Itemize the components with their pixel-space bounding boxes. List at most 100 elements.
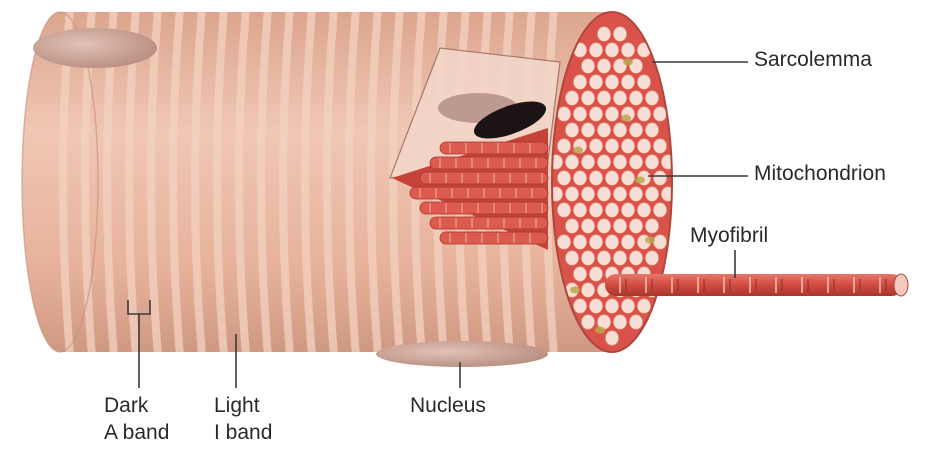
exposed-myofibril — [440, 142, 548, 154]
myofibril-disc — [654, 235, 667, 249]
myofibril-disc — [598, 123, 611, 137]
myofibril-disc — [574, 171, 587, 185]
myofibril-disc — [590, 299, 603, 313]
myofibril-disc — [622, 203, 635, 217]
mitochondrion — [635, 177, 645, 184]
myofibril-disc — [566, 123, 579, 137]
myofibril-disc — [582, 187, 595, 201]
myofibril-disc — [574, 107, 587, 121]
myofibril-disc — [638, 107, 651, 121]
cross-section — [550, 12, 675, 352]
myofibril-disc — [582, 123, 595, 137]
myofibril-disc — [566, 155, 579, 169]
myofibril-disc — [598, 219, 611, 233]
myofibril-disc — [606, 107, 619, 121]
myofibril-disc — [630, 91, 643, 105]
myofibril-disc — [622, 43, 635, 57]
myofibril-disc — [590, 267, 603, 281]
nucleus-bottom — [376, 341, 548, 367]
myofibril-disc — [606, 75, 619, 89]
myofibril-disc — [606, 299, 619, 313]
myofibril-disc — [654, 203, 667, 217]
myofibril-disc — [598, 59, 611, 73]
myofibril-disc — [558, 235, 571, 249]
myofibril-disc — [654, 107, 667, 121]
myofibril-disc — [590, 139, 603, 153]
myofibril-disc — [574, 75, 587, 89]
myofibril-disc — [606, 203, 619, 217]
myofibril-disc — [582, 283, 595, 297]
exposed-myofibril — [430, 217, 548, 229]
sarcolemma-label: Sarcolemma — [754, 47, 872, 73]
myofibril-disc — [606, 139, 619, 153]
myofibril-disc — [606, 43, 619, 57]
myofibril-disc — [614, 219, 627, 233]
myofibril-disc — [614, 251, 627, 265]
myofibril-disc — [638, 75, 651, 89]
myofibril-disc — [622, 139, 635, 153]
myofibril-disc — [630, 219, 643, 233]
myofibril-disc — [598, 187, 611, 201]
myofibril-disc — [614, 315, 627, 329]
myofibril-disc — [598, 251, 611, 265]
myofibril-disc — [590, 235, 603, 249]
myofibril-disc — [614, 155, 627, 169]
myofibril-disc — [582, 251, 595, 265]
myofibril-disc — [598, 155, 611, 169]
myofibril-disc — [614, 187, 627, 201]
exposed-myofibril — [410, 187, 548, 199]
myofibril-disc — [630, 315, 643, 329]
exposed-myofibril — [420, 202, 548, 214]
myofibril-disc — [622, 171, 635, 185]
myofibril-disc — [646, 219, 659, 233]
myofibril-disc — [590, 171, 603, 185]
myofibril-disc — [630, 123, 643, 137]
myofibril-disc — [574, 267, 587, 281]
myofibril-disc — [630, 251, 643, 265]
mitochondrion — [573, 147, 583, 154]
myofibril-disc — [606, 171, 619, 185]
myofibril-disc — [598, 27, 611, 41]
myofibril-disc — [646, 187, 659, 201]
myofibril-disc — [614, 123, 627, 137]
myofibril-disc — [646, 91, 659, 105]
myofibril-disc — [582, 91, 595, 105]
myofibril-disc — [558, 107, 571, 121]
myofibril-disc — [614, 27, 627, 41]
myofibril-disc — [646, 123, 659, 137]
myofibril-disc — [582, 59, 595, 73]
light-band-label-line2: I band — [214, 420, 272, 446]
myofibril-disc — [574, 203, 587, 217]
myofibril-disc — [590, 203, 603, 217]
myofibril-disc — [574, 235, 587, 249]
myofibril-disc — [622, 299, 635, 313]
mitochondrion — [595, 327, 605, 334]
dark-band-label-line2: A band — [104, 420, 169, 446]
myofibril-disc — [654, 171, 667, 185]
myofibril-disc — [638, 299, 651, 313]
myofibril-disc — [558, 171, 571, 185]
myofibril-disc — [558, 139, 571, 153]
exposed-myofibril — [420, 172, 548, 184]
myofibril-label: Myofibril — [690, 223, 768, 249]
myofibril-disc — [630, 155, 643, 169]
myofibril-disc — [590, 43, 603, 57]
mitochondrion — [623, 59, 633, 66]
myofibril-disc — [622, 235, 635, 249]
myofibril-disc — [606, 331, 619, 345]
myofibril-disc — [590, 75, 603, 89]
myofibril-disc — [566, 251, 579, 265]
myofibril-disc — [566, 91, 579, 105]
nucleus-label: Nucleus — [410, 393, 486, 419]
dark-band-label-line1: Dark — [104, 393, 148, 419]
myofibril-disc — [566, 219, 579, 233]
myofibril-disc — [590, 107, 603, 121]
myofibril-disc — [638, 203, 651, 217]
myofibril-disc — [582, 219, 595, 233]
myofibril-disc — [574, 299, 587, 313]
nucleus-top-left — [33, 28, 157, 68]
myofibril-rod — [605, 274, 908, 296]
myofibril-disc — [558, 203, 571, 217]
myofibril-disc — [598, 91, 611, 105]
